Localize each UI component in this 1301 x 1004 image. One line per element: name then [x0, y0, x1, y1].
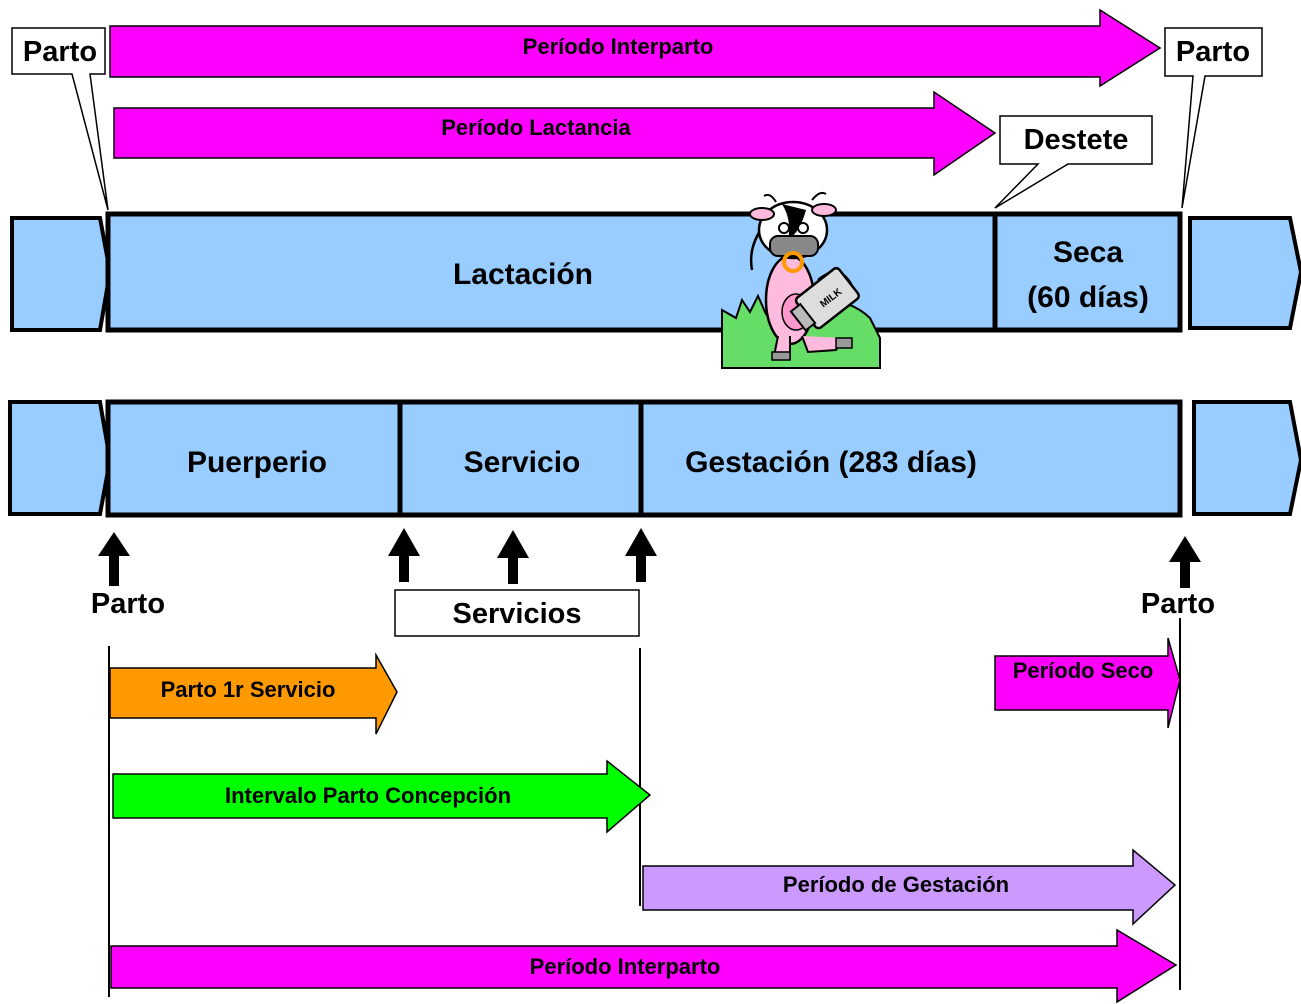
- arrow-intervalo-parto-concepcion-label: Intervalo Parto Concepción: [225, 783, 511, 808]
- arrow-parto-1r-servicio-label: Parto 1r Servicio: [161, 677, 336, 702]
- marker-parto-left-label: Parto: [91, 588, 165, 620]
- arrow-periodo-gestacion-label: Período de Gestación: [783, 872, 1009, 897]
- arrow-periodo-seco: [994, 637, 1181, 729]
- bar1-next-chevron: [1188, 216, 1301, 330]
- cow-illustration: MILK: [721, 191, 881, 369]
- bar2-gestacion-label: Gestación (283 días): [685, 446, 977, 479]
- marker-arrow-servicio-1: [388, 528, 420, 582]
- arrow-periodo-seco-label: Período Seco: [1013, 658, 1154, 683]
- svg-text:Destete: Destete: [1024, 124, 1129, 156]
- bar2-prev-chevron: [8, 400, 113, 516]
- bar2-puerperio-label: Puerperio: [187, 446, 327, 479]
- bar1-prev-chevron: [10, 216, 113, 332]
- bar2-next-chevron: [1192, 400, 1301, 516]
- bar1-seca-segment: [992, 211, 1183, 333]
- servicios-box: [394, 589, 640, 637]
- milk-can-icon: MILK: [789, 266, 861, 332]
- arrow-periodo-interparto-bottom-label: Período Interparto: [530, 954, 721, 979]
- arrow-periodo-interparto-top: [109, 8, 1162, 88]
- marker-arrow-parto-left: [98, 532, 130, 586]
- bar2-gestacion-segment: [638, 399, 1183, 518]
- arrow-intervalo-parto-concepcion: [112, 759, 652, 834]
- marker-arrow-servicio-2: [497, 530, 529, 584]
- svg-text:Parto: Parto: [1176, 36, 1250, 68]
- arrow-parto-1r-servicio: [109, 652, 398, 735]
- callout-parto-right: Parto: [1164, 27, 1263, 209]
- marker-arrow-servicio-3: [625, 528, 657, 582]
- arrow-periodo-lactancia-label: Período Lactancia: [441, 115, 631, 140]
- bar1-seca-days-label: (60 días): [1027, 281, 1149, 314]
- callout-parto-left: Parto: [11, 27, 109, 211]
- arrow-periodo-gestacion: [642, 848, 1177, 926]
- servicios-label: Servicios: [453, 598, 582, 630]
- callout-destete: Destete: [994, 115, 1153, 209]
- bar2-servicio-label: Servicio: [464, 446, 581, 479]
- marker-parto-right-label: Parto: [1141, 588, 1215, 620]
- svg-text:Parto: Parto: [23, 36, 97, 68]
- arrow-periodo-lactancia: [113, 90, 997, 177]
- bar1-lactacion-label: Lactación: [453, 258, 593, 291]
- bar1-seca-label: Seca: [1053, 236, 1123, 269]
- arrow-periodo-interparto-top-label: Período Interparto: [523, 34, 714, 59]
- marker-arrow-parto-right: [1169, 536, 1201, 588]
- arrow-periodo-interparto-bottom: [110, 928, 1178, 1004]
